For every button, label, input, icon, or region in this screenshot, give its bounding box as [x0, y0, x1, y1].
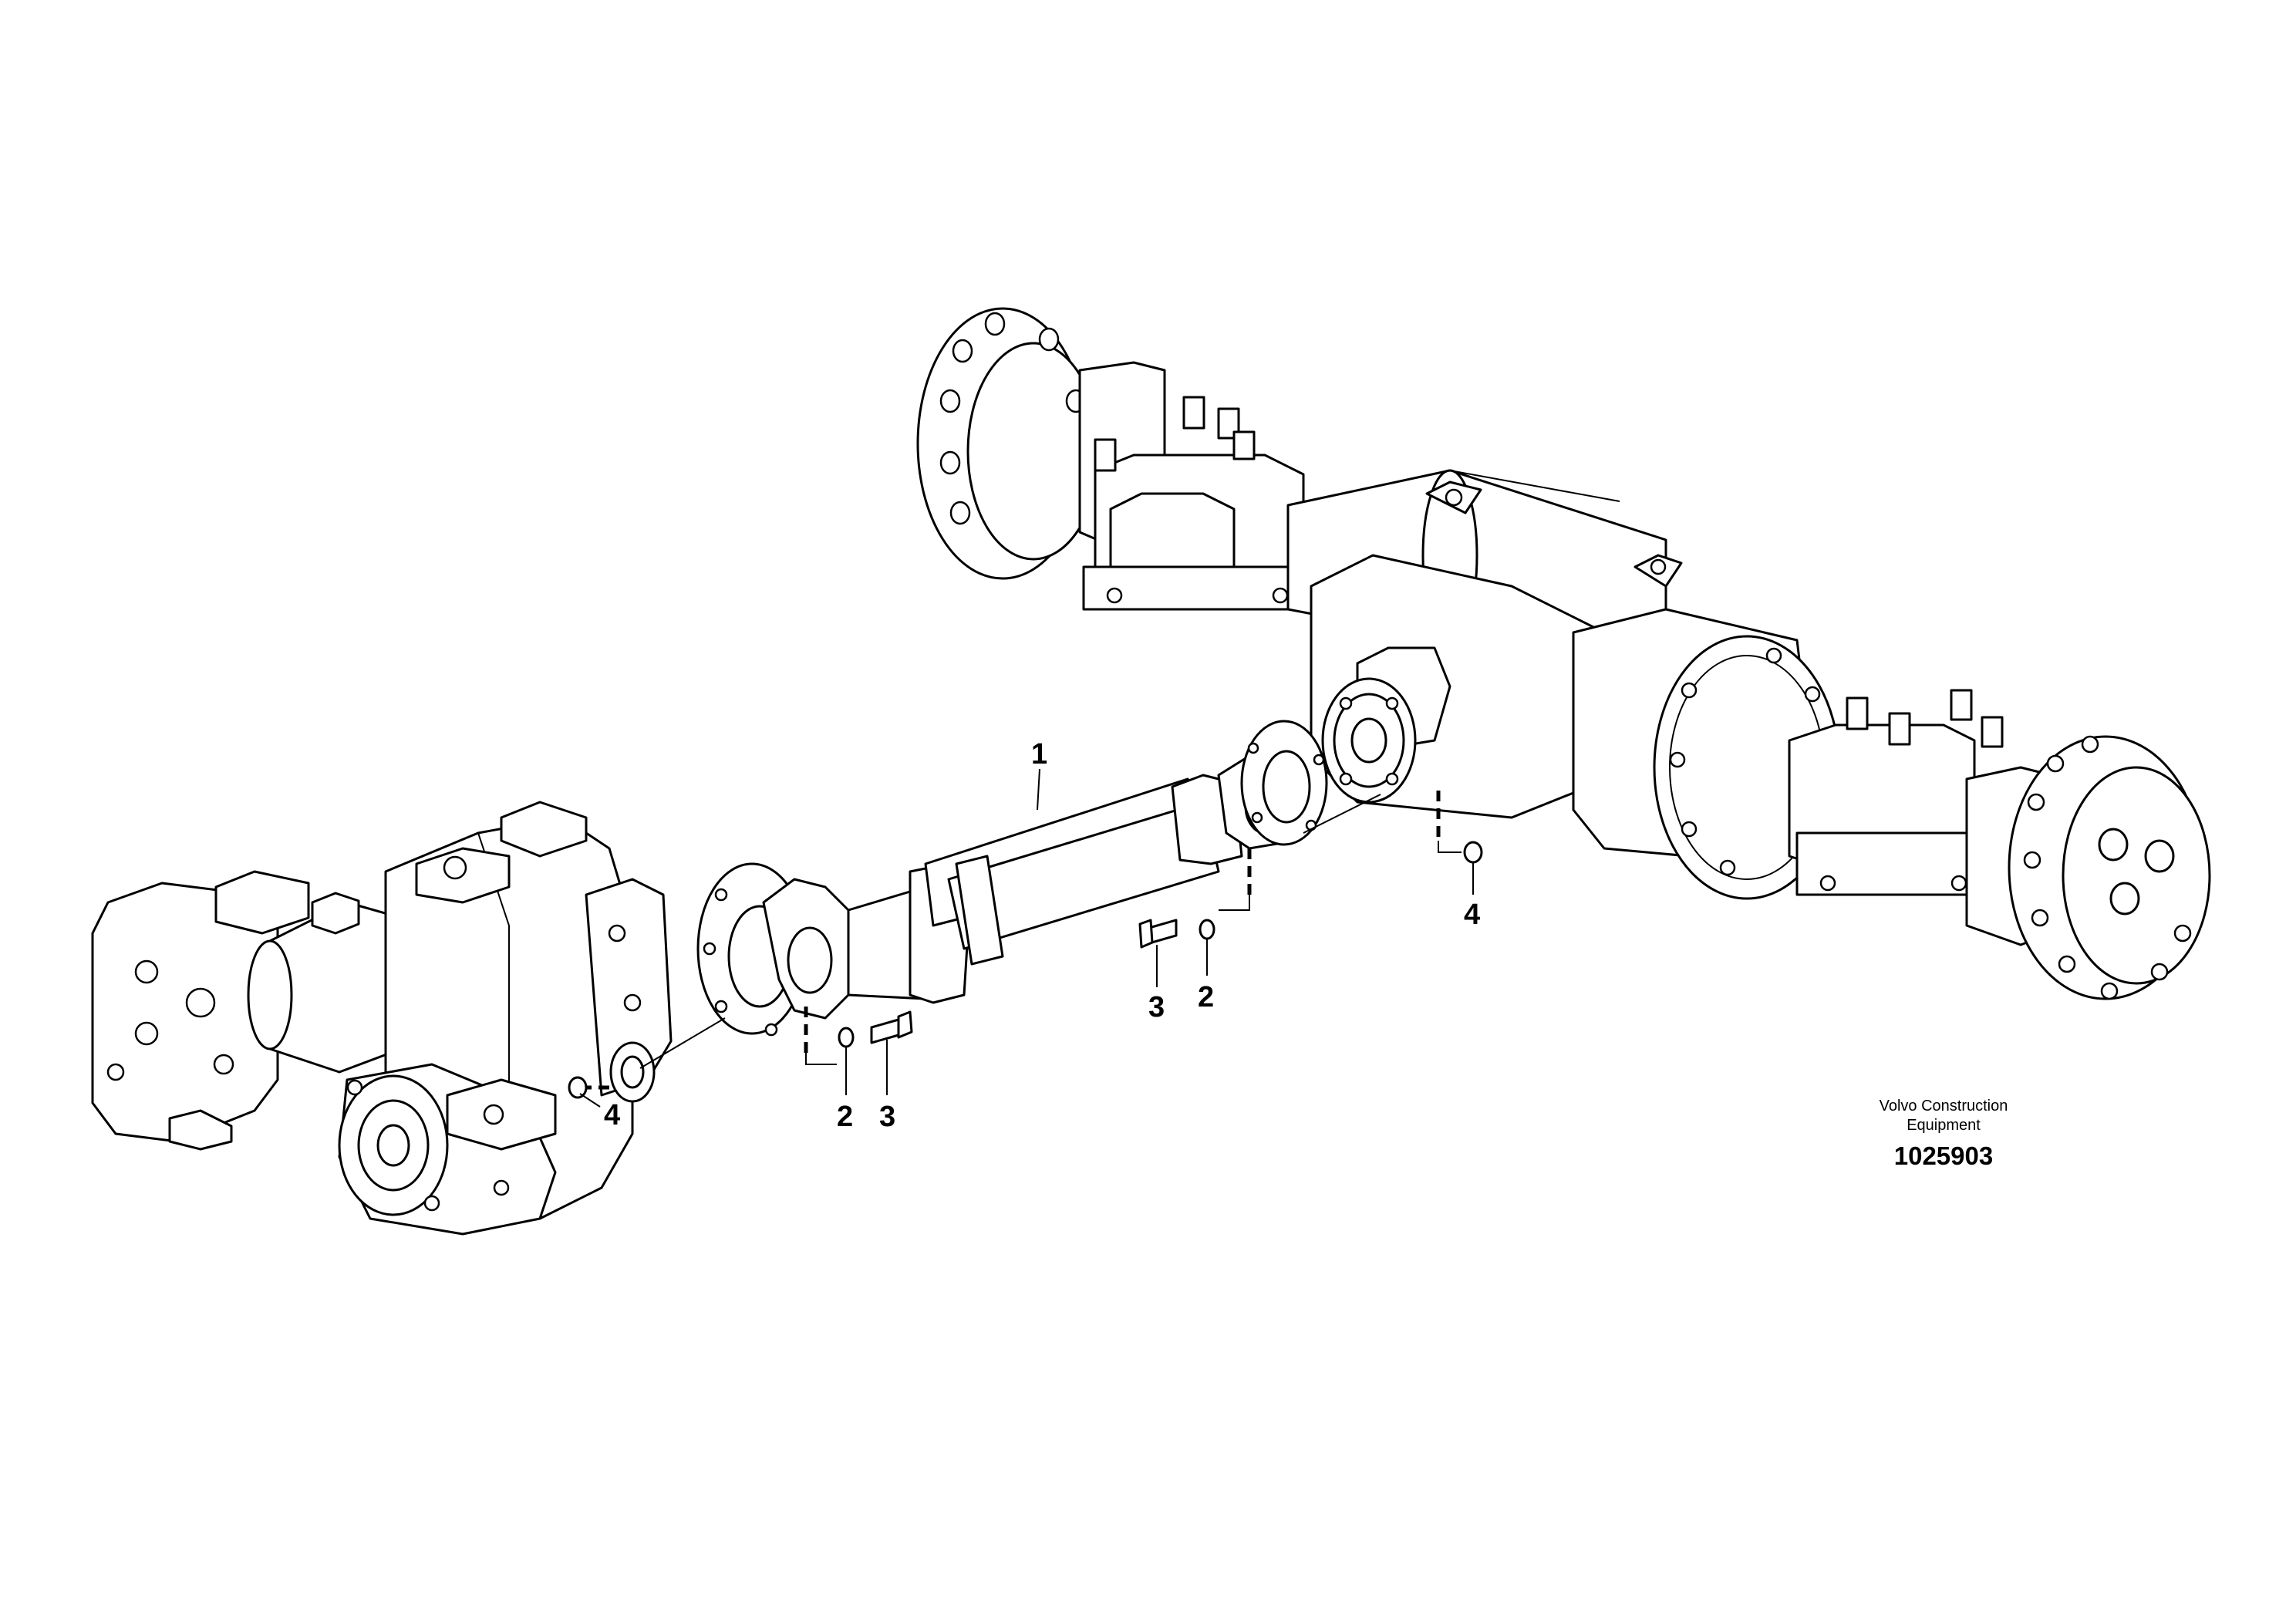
assembly-lines [586, 791, 1462, 1090]
caption-illustration-number: 1025903 [1894, 1141, 1993, 1170]
callout-1: 1 [1031, 738, 1047, 771]
caption-company: Volvo Construction [1880, 1098, 2008, 1114]
callout-3-left: 3 [879, 1101, 895, 1133]
callouts: 1 2 3 4 3 2 4 [604, 738, 1480, 1133]
callout-2-left: 2 [837, 1101, 853, 1133]
callout-3-right: 3 [1148, 991, 1165, 1023]
transfer-gearbox [91, 801, 673, 1236]
caption: Volvo Construction Equipment 1025903 [1880, 1098, 2008, 1170]
bolt-left [870, 1018, 900, 1044]
nut-right [1463, 841, 1483, 864]
washer-right [1199, 919, 1215, 940]
callout-4-right: 4 [1464, 899, 1480, 931]
caption-company-line2: Equipment [1907, 1117, 1981, 1134]
propeller-shaft [696, 720, 1328, 1037]
axle-assembly [916, 307, 2211, 1000]
washer-left [838, 1027, 855, 1048]
callout-4-left: 4 [604, 1099, 620, 1131]
callout-2-right: 2 [1198, 981, 1214, 1013]
nut-left [568, 1076, 588, 1099]
callout-leaders [579, 768, 1474, 1108]
